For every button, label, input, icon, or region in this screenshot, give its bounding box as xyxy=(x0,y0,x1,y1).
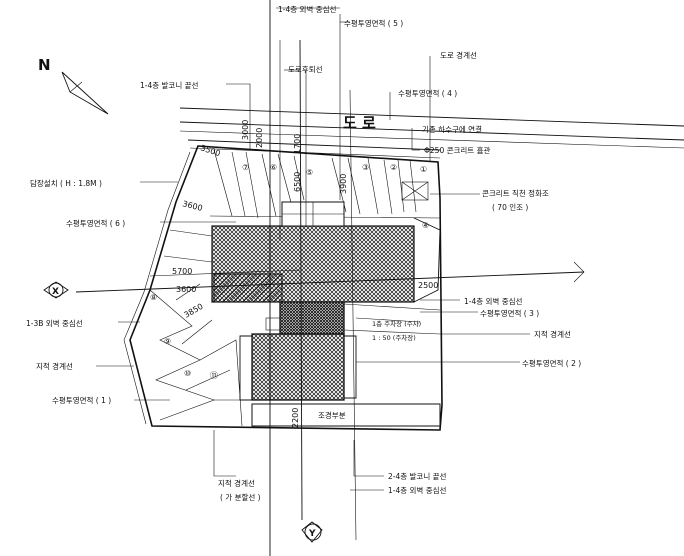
circle-3: ③ xyxy=(362,163,369,172)
circle-11: ⑪ xyxy=(210,371,218,380)
label-balcony-line: 1-4층 발코니 끝선 xyxy=(140,81,199,90)
circle-8: ⑧ xyxy=(150,293,157,302)
label-note-b: 1 : 50 (주차장) xyxy=(372,333,416,342)
dim-3600b: 3600 xyxy=(176,285,196,294)
label-balcony-24: 2-4층 발코니 끝선 xyxy=(388,472,447,481)
circle-10: ⑩ xyxy=(184,369,191,378)
north-label: N xyxy=(38,56,51,74)
overhang-hatch xyxy=(213,273,283,303)
north-arrow: N xyxy=(38,56,109,115)
x-axis-marker: X xyxy=(43,281,69,299)
y-axis-line xyxy=(299,39,303,521)
dimensions: 3000 2000 1700 3500 6500 3900 3600 5700 … xyxy=(172,120,438,428)
label-proj-area-4: 수평투영면적 ( 4 ) xyxy=(398,88,457,98)
dim-3900: 3900 xyxy=(339,174,348,194)
leader-lines xyxy=(96,7,530,491)
dim-2000: 2000 xyxy=(255,128,264,148)
circle-7: ⑦ xyxy=(242,163,249,172)
dim-3850: 3850 xyxy=(183,302,205,320)
label-site-boundary-b: 지적 경계선 xyxy=(218,478,255,488)
label-proj-area-2: 수평투영면적 ( 2 ) xyxy=(522,358,581,368)
dim-2200: 2200 xyxy=(291,408,300,428)
dim-3600: 3600 xyxy=(182,199,204,213)
dim-1700: 1700 xyxy=(293,134,302,154)
annotations: 1-4층 외벽 중심선 수평투영면적 ( 5 ) 1-4층 발코니 끝선 도로후… xyxy=(26,4,581,502)
label-wall-center-13b: 1-3B 외벽 중심선 xyxy=(26,318,83,328)
label-note-a: 1층 주차장 (주차) xyxy=(372,319,421,328)
label-site-boundary-b2: ( 가 분할선 ) xyxy=(220,493,261,502)
landscape-strip xyxy=(251,403,441,427)
circle-2: ② xyxy=(390,163,397,172)
site-boundary xyxy=(129,145,443,431)
label-road-boundary: 도로 경계선 xyxy=(440,50,477,60)
dim-6500: 6500 xyxy=(293,172,302,192)
label-proj-area-1: 수평투영면적 ( 1 ) xyxy=(52,395,111,405)
landscape-label: 조경부분 xyxy=(318,410,346,420)
dim-5700: 5700 xyxy=(172,267,192,276)
label-wall-center-mid: 1-4층 외벽 중심선 xyxy=(464,296,523,306)
label-wall-center-bot: 1-4층 외벽 중심선 xyxy=(388,485,447,495)
dim-3500: 3500 xyxy=(199,143,221,158)
label-site-boundary-r: 지적 경계선 xyxy=(534,329,571,339)
label-proj-area-6: 수평투영면적 ( 6 ) xyxy=(66,218,125,228)
label-sewer: 기존 하수구에 연결 xyxy=(422,124,482,134)
label-septic-size: ( 70 인조 ) xyxy=(492,202,528,212)
circle-1: ① xyxy=(420,165,427,174)
label-wall-center-top: 1-4층 외벽 중심선 xyxy=(278,4,337,14)
road-label: 도 로 xyxy=(343,114,376,132)
circle-4: ④ xyxy=(422,221,429,230)
label-fence: 담장설치 ( H : 1.8M ) xyxy=(30,178,102,188)
y-axis-label: Y xyxy=(308,529,316,539)
septic-tank xyxy=(401,181,429,201)
label-road-setback: 도로후퇴선 xyxy=(288,65,323,74)
label-site-boundary-l: 지적 경계선 xyxy=(36,361,73,371)
x-axis-line xyxy=(75,271,585,293)
label-concrete-pavement: Φ250 콘크리트 흄관 xyxy=(424,145,490,155)
label-proj-area-3: 수평투영면적 ( 3 ) xyxy=(480,308,539,318)
parking-numbers: ① ② ③ ④ ⑤ ⑥ ⑦ ⑧ ⑨ ⑩ ⑪ xyxy=(150,163,429,380)
circle-6: ⑥ xyxy=(270,163,277,172)
circle-9: ⑨ xyxy=(164,337,171,346)
circle-5: ⑤ xyxy=(306,168,313,177)
dim-2500: 2500 xyxy=(418,281,438,290)
label-proj-area-5: 수평투영면적 ( 5 ) xyxy=(344,18,403,28)
building-middle-block xyxy=(279,301,345,335)
label-septic: 콘크리트 직천 정화조 xyxy=(482,188,549,198)
y-axis-marker: Y xyxy=(301,521,323,543)
x-axis-label: X xyxy=(52,287,59,297)
dim-3000: 3000 xyxy=(241,120,250,140)
building-lower-block xyxy=(251,333,345,401)
